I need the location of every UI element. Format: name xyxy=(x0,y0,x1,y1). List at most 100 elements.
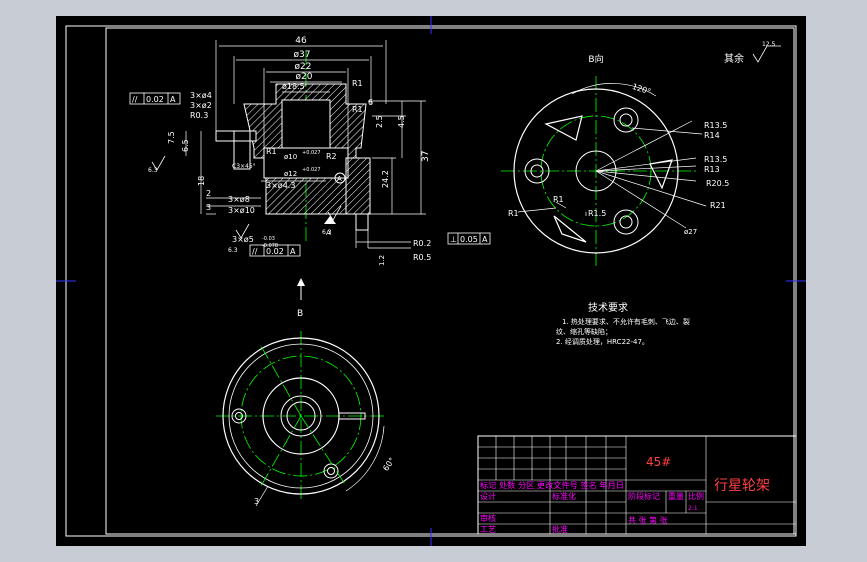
tol-parallel-2-val: 0.02 xyxy=(266,247,284,256)
dim-37: 37 xyxy=(421,151,431,162)
dim-r1-top: R1 xyxy=(352,79,363,88)
title-process: 工艺 xyxy=(480,525,496,534)
dim-3xd5-tol-up: -0.03 xyxy=(262,236,275,242)
tech-req-line1b: 纹、缩孔等缺陷； xyxy=(556,327,612,336)
bottom-hole-2-inner xyxy=(327,467,335,475)
view-b: B向 120° R13.5 R14 R13.5 xyxy=(501,41,781,266)
roughness-6-3b: 6.3 xyxy=(322,229,332,236)
bottom-key-slot xyxy=(338,412,366,420)
title-block: 45# 行星轮架 标记 处数 分区 更改文件号 签名 年月日 设计 标准化 阶段… xyxy=(477,435,797,535)
view-b-hole-2 xyxy=(613,209,639,235)
tol-perp-sym: ⊥ xyxy=(450,235,457,244)
dim-r21: R21 xyxy=(710,201,726,210)
roughness-6-3a: 6.3 xyxy=(148,167,158,174)
dim-r1b: R1 xyxy=(553,195,564,204)
dim-2: 2 xyxy=(206,189,211,198)
view-b-hole-3-inner xyxy=(530,164,544,178)
view-arrow-head xyxy=(297,278,305,286)
roughness-note-symbol xyxy=(752,45,781,63)
dim-r0-5: R0.5 xyxy=(413,253,431,262)
view-b-pitch-circle xyxy=(540,115,652,227)
datum-triangle xyxy=(324,216,336,224)
view-b-direction-label: B向 xyxy=(588,53,603,65)
dim-d12-tol: +0.027 xyxy=(302,167,321,173)
datum-a2-label: A xyxy=(326,229,331,237)
dim-6: 6 xyxy=(368,98,373,107)
title-approve: 批准 xyxy=(552,524,568,534)
view-b-hole-1 xyxy=(613,107,639,133)
tech-req-title: 技术要求 xyxy=(588,301,628,314)
dim-r13-5b: R13.5 xyxy=(704,155,727,164)
title-review: 审核 xyxy=(480,513,496,523)
bottom-pitch-circle xyxy=(240,355,362,477)
title-scale: 比例 xyxy=(688,491,704,501)
dim-3xd5-tol-dn: -0.078 xyxy=(262,243,278,249)
tol-parallel-2-ref: A xyxy=(290,247,296,256)
dim-r1-left: R1 xyxy=(266,147,277,156)
dim-r1a: R1 xyxy=(508,209,519,218)
bottom-hole-1-inner xyxy=(235,412,243,420)
dim-3xd5: 3×ø5 xyxy=(232,235,254,244)
view-b-center-hole xyxy=(575,150,617,192)
view-b-pocket-1 xyxy=(544,115,583,141)
left-pin xyxy=(233,130,251,170)
dim-d18-5: ø18.5 xyxy=(282,82,305,91)
title-part-name: 行星轮架 xyxy=(714,478,770,494)
tech-req-line1: 1. 热处理要求、不允许有毛刺、飞边、裂 xyxy=(562,317,690,326)
dim-d22: ø22 xyxy=(295,62,312,72)
title-sheets: 共 张 第 张 xyxy=(628,515,668,525)
view-b-hole-3 xyxy=(524,158,550,184)
title-design: 设计 xyxy=(480,491,496,501)
title-scale-value: 2:1 xyxy=(688,505,698,512)
center-bore xyxy=(281,99,331,149)
dim-d10-tol: +0.027 xyxy=(302,150,321,156)
dim-d12: ø12 xyxy=(284,170,297,178)
bottom-bore xyxy=(280,395,322,437)
dim-r20-5: R20.5 xyxy=(706,179,729,188)
roughness-6-3c: 6.3 xyxy=(228,247,238,254)
view-b-pocket-2 xyxy=(553,215,587,243)
tol-perp-ref: A xyxy=(482,235,488,244)
dim-3xd2: 3×ø2 xyxy=(190,101,212,110)
dim-3xd8: 3×ø8 xyxy=(228,195,250,204)
dim-d10: ø10 xyxy=(284,153,297,161)
view-b-label: B xyxy=(297,309,303,319)
view-b-pocket-3 xyxy=(649,159,673,190)
dim-arc-60 xyxy=(345,425,385,492)
bottom-hole-2 xyxy=(323,463,339,479)
dim-3xd4: 3×ø4 xyxy=(190,91,212,100)
right-pin xyxy=(355,213,369,231)
datum-circle xyxy=(334,172,346,184)
dim-2-5: 2.5 xyxy=(375,115,384,128)
dim-24-2: 24.2 xyxy=(381,170,390,188)
view-b-outer-circle xyxy=(513,88,679,254)
tol-parallel-1-sym: // xyxy=(132,95,138,104)
dim-7-5: 7.5 xyxy=(167,131,176,144)
sheet-background xyxy=(56,16,806,546)
roughness-note-value: 12.5 xyxy=(762,41,776,48)
tol-parallel-2-sym: // xyxy=(252,247,258,256)
title-material: 45# xyxy=(646,455,671,469)
dim-d37: ø37 xyxy=(294,50,311,60)
dim-3: 3 xyxy=(206,203,211,212)
datum-a-label: A xyxy=(337,175,342,183)
right-boss xyxy=(345,157,371,215)
view-b-hole-2-inner xyxy=(619,215,633,229)
dim-r0-3: R0.3 xyxy=(190,111,208,120)
bottom-bore-inner xyxy=(286,401,316,431)
dim-3-bottom: 3 xyxy=(254,497,259,506)
tol-parallel-1-ref: A xyxy=(170,95,176,104)
title-block-frame xyxy=(477,435,797,535)
bottom-hole-1 xyxy=(231,408,247,424)
dim-c3x45: C3×45° xyxy=(232,163,256,170)
cad-canvas: 46 ø37 ø22 ø20 ø18.5 R1 R1 6 3×ø4 3×ø2 R… xyxy=(56,16,806,546)
tech-req-line2: 2. 经调质处理，HRC22-47。 xyxy=(556,337,649,346)
dim-r14: R14 xyxy=(704,131,720,140)
dim-r0-2: R0.2 xyxy=(413,239,431,248)
dim-1-2: 1.2 xyxy=(378,255,386,266)
drawing-sheet: 46 ø37 ø22 ø20 ø18.5 R1 R1 6 3×ø4 3×ø2 R… xyxy=(56,16,806,546)
dim-46: 46 xyxy=(295,36,307,46)
section-view: 46 ø37 ø22 ø20 ø18.5 R1 R1 6 3×ø4 3×ø2 R… xyxy=(129,36,491,266)
roughness-note-text: 其余 xyxy=(724,52,744,65)
